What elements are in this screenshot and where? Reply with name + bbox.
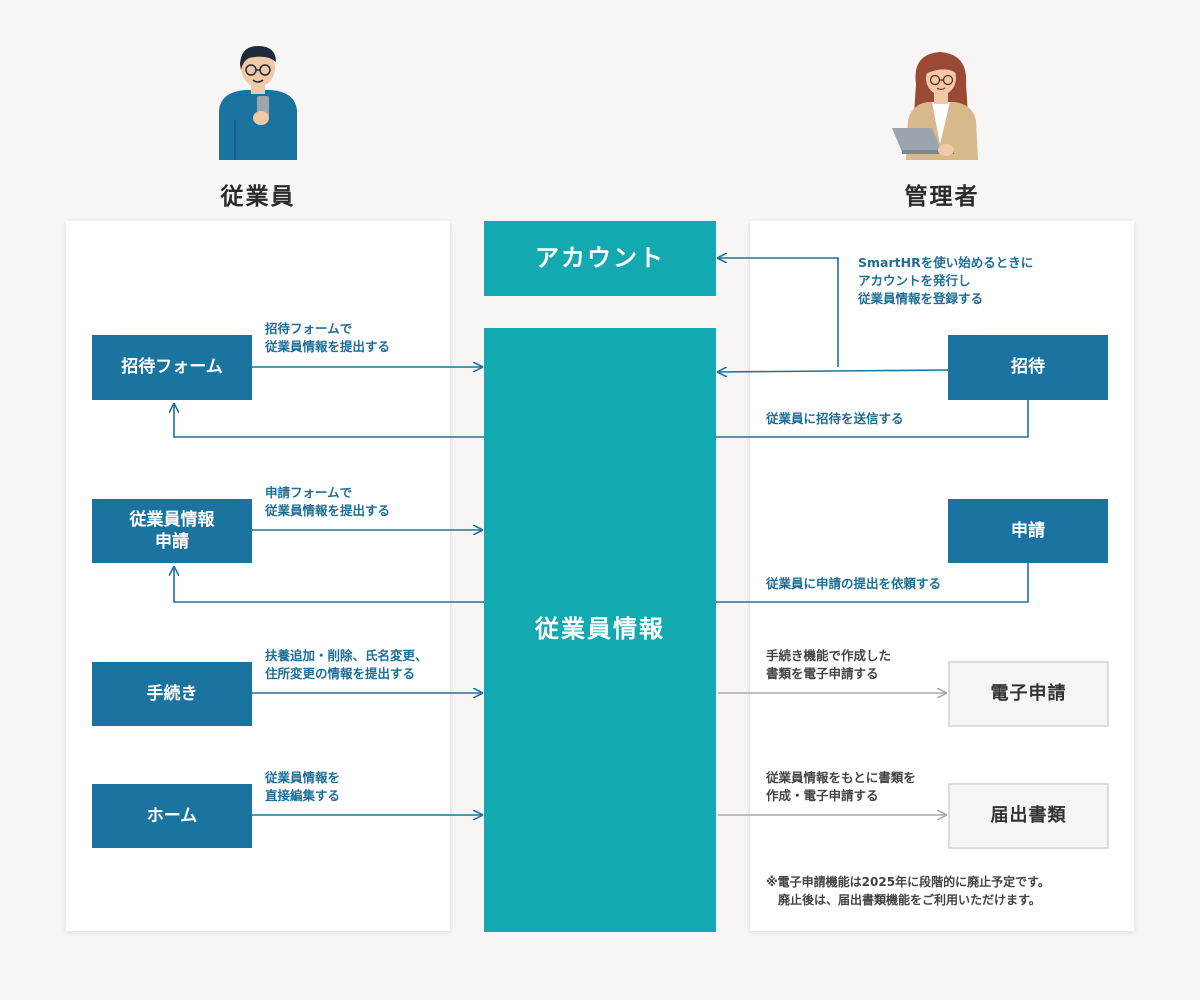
label-procedures-efile: 手続き機能で作成した 書類を電子申請する <box>766 648 892 681</box>
invite-box: 招待 <box>948 335 1108 400</box>
label-invite-form-submit: 招待フォームで 従業員情報を提出する <box>265 321 391 354</box>
label-start-account: SmartHRを使い始めるときに アカウントを発行し 従業員情報を登録する <box>858 255 1034 306</box>
employee-info-box: 従業員情報 <box>484 328 716 932</box>
account-box: アカウント <box>484 221 716 296</box>
admin-person-icon <box>892 52 978 160</box>
employee-person-icon <box>219 46 297 160</box>
info-request-box: 従業員情報 申請 <box>92 499 252 563</box>
label-send-invite: 従業員に招待を送信する <box>766 411 904 426</box>
label-docs-create: 従業員情報をもとに書類を 作成・電子申請する <box>766 770 916 803</box>
line-invite-to-account <box>718 258 839 367</box>
e-filing-box: 電子申請 <box>948 661 1109 727</box>
employee-column-title: 従業員 <box>220 184 296 210</box>
home-box: ホーム <box>92 784 252 848</box>
label-home-edit: 従業員情報を 直接編集する <box>265 770 341 803</box>
invite-form-box: 招待フォーム <box>92 335 252 400</box>
info-request-label: 従業員情報 申請 <box>129 509 215 552</box>
deprecation-note: ※電子申請機能は2025年に段階的に廃止予定です。 廃止後は、届出書類機能をご利… <box>766 875 1050 907</box>
procedures-box: 手続き <box>92 662 252 726</box>
label-request-form-submit: 申請フォームで 従業員情報を提出する <box>265 485 391 518</box>
label-request-submit: 従業員に申請の提出を依頼する <box>766 576 942 591</box>
admin-column-title: 管理者 <box>904 184 980 210</box>
notification-docs-box: 届出書類 <box>948 783 1109 849</box>
request-box: 申請 <box>948 499 1108 563</box>
label-procedures-submit: 扶養追加・削除、氏名変更、 住所変更の情報を提出する <box>265 648 428 681</box>
line-invite-to-info <box>718 370 949 372</box>
